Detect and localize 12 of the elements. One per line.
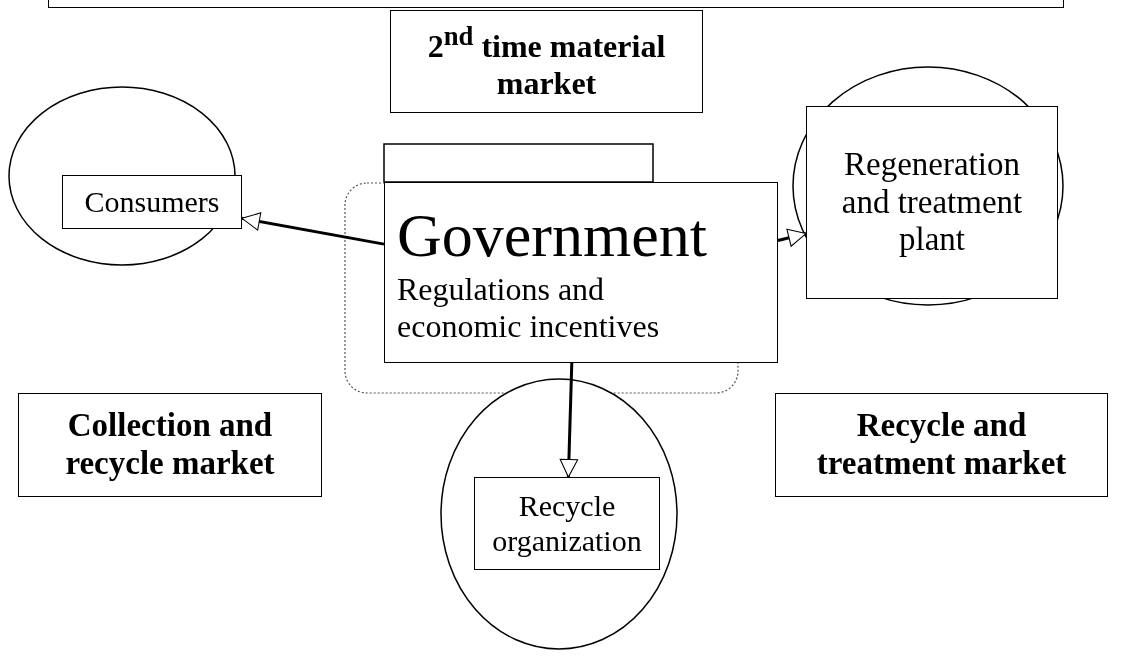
arrow [559,362,579,478]
arrow [777,228,807,247]
process-box: Consumers [62,175,242,229]
market-label: 2$^{nd}$ time material market [390,10,703,113]
market-label: Recycle and treatment market [775,393,1108,497]
market-label: Collection and recycle market [18,393,322,497]
arrow [241,212,385,246]
process-box: Recycle organization [474,477,660,570]
body-text: Regulations and economic incentives [397,271,661,345]
process-box: Regeneration and treatment plant [806,106,1058,299]
government-box [384,182,778,363]
heading-text: Government [397,200,707,272]
